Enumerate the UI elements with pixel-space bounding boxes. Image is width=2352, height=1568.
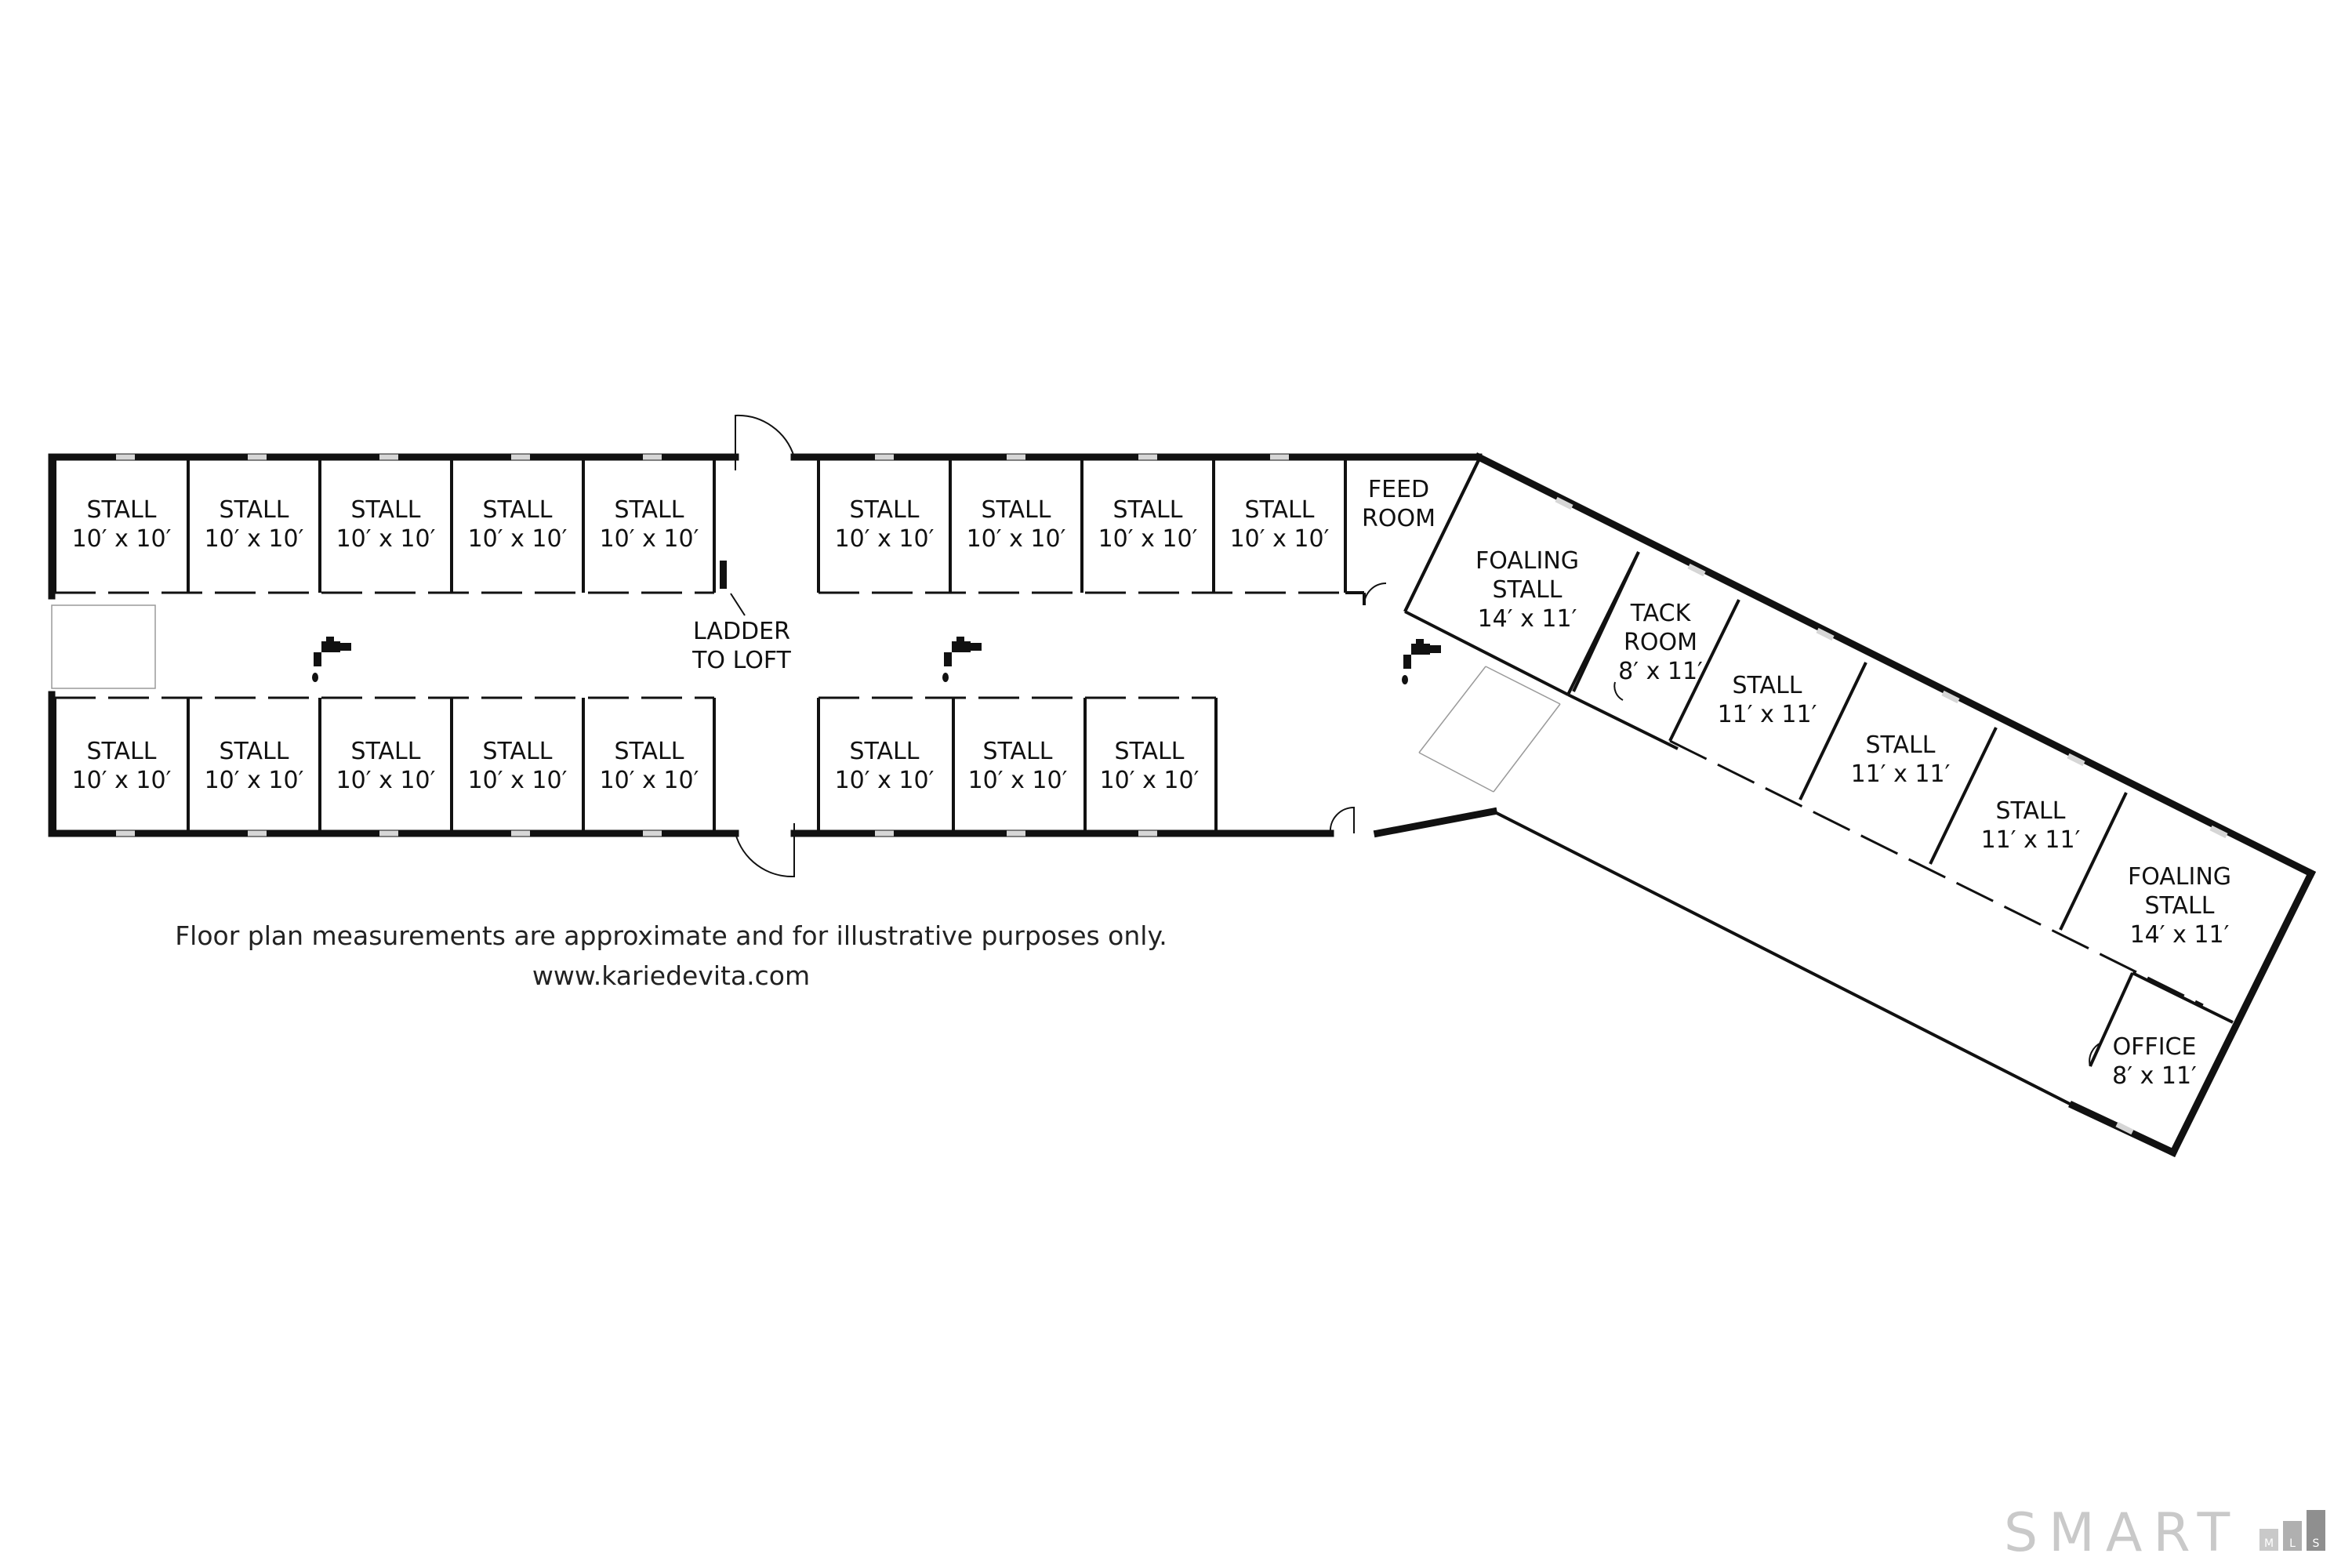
svg-text:14′ x 11′: 14′ x 11′: [2130, 921, 2230, 949]
svg-text:STALL: STALL: [1996, 797, 2066, 825]
svg-text:8′ x 11′: 8′ x 11′: [2112, 1062, 2197, 1090]
svg-text:STALL: STALL: [87, 496, 157, 524]
svg-text:STALL: STALL: [615, 738, 684, 765]
svg-text:FOALING: FOALING: [1475, 547, 1579, 575]
svg-text:FOALING: FOALING: [2128, 863, 2231, 891]
svg-text:10′ x 10′: 10′ x 10′: [600, 767, 699, 794]
svg-text:10′ x 10′: 10′ x 10′: [336, 767, 436, 794]
water-faucet-icon: [942, 637, 982, 682]
svg-text:10′ x 10′: 10′ x 10′: [1100, 767, 1200, 794]
svg-text:STALL: STALL: [2145, 892, 2215, 920]
svg-text:10′ x 10′: 10′ x 10′: [468, 767, 568, 794]
svg-text:ROOM: ROOM: [1362, 505, 1436, 532]
stall-bottom-left-5: STALL 10′ x 10′: [600, 738, 699, 794]
svg-text:ROOM: ROOM: [1624, 629, 1697, 656]
svg-text:STALL: STALL: [483, 738, 553, 765]
svg-text:10′ x 10′: 10′ x 10′: [968, 767, 1068, 794]
ladder-to-loft-label: LADDER TO LOFT: [691, 618, 791, 674]
water-faucet-icon: [1402, 639, 1441, 684]
stall-bottom-mid-2: STALL 10′ x 10′: [968, 738, 1068, 794]
svg-text:STALL: STALL: [850, 738, 920, 765]
svg-text:STALL: STALL: [1733, 672, 1802, 699]
svg-text:STALL: STALL: [351, 738, 421, 765]
stall-bottom-left-4: STALL 10′ x 10′: [468, 738, 568, 794]
svg-text:STALL: STALL: [87, 738, 157, 765]
stall-top-left-4: STALL 10′ x 10′: [468, 496, 568, 553]
stall-top-mid-2: STALL 10′ x 10′: [967, 496, 1066, 553]
stall-partitions: [53, 459, 1480, 830]
svg-text:STALL: STALL: [220, 738, 289, 765]
feed-room-label: FEED ROOM: [1362, 476, 1436, 532]
svg-text:10′ x 10′: 10′ x 10′: [600, 525, 699, 553]
svg-text:10′ x 10′: 10′ x 10′: [835, 525, 935, 553]
website-text: www.kariedevita.com: [532, 960, 810, 991]
svg-text:11′ x 11′: 11′ x 11′: [1718, 701, 1817, 728]
svg-text:M: M: [2264, 1537, 2274, 1550]
svg-text:10′ x 10′: 10′ x 10′: [967, 525, 1066, 553]
disclaimer-text: Floor plan measurements are approximate …: [175, 920, 1167, 951]
svg-text:SMART: SMART: [2004, 1502, 2241, 1564]
stall-wing-1: STALL 11′ x 11′: [1718, 672, 1817, 728]
foaling-stall-1: FOALING STALL 14′ x 11′: [1475, 547, 1579, 633]
svg-text:TO LOFT: TO LOFT: [691, 647, 791, 674]
svg-text:STALL: STALL: [1113, 496, 1183, 524]
svg-text:STALL: STALL: [983, 738, 1053, 765]
svg-text:STALL: STALL: [1493, 576, 1563, 604]
svg-text:S: S: [2313, 1537, 2320, 1550]
svg-text:10′ x 10′: 10′ x 10′: [468, 525, 568, 553]
svg-text:STALL: STALL: [483, 496, 553, 524]
stall-top-left-5: STALL 10′ x 10′: [600, 496, 699, 553]
svg-text:10′ x 10′: 10′ x 10′: [835, 767, 935, 794]
svg-text:TACK: TACK: [1630, 600, 1692, 627]
stall-bottom-left-1: STALL 10′ x 10′: [72, 738, 172, 794]
stall-top-left-1: STALL 10′ x 10′: [72, 496, 172, 553]
svg-text:STALL: STALL: [220, 496, 289, 524]
stall-top-mid-1: STALL 10′ x 10′: [835, 496, 935, 553]
svg-text:OFFICE: OFFICE: [2113, 1033, 2197, 1061]
svg-text:10′ x 10′: 10′ x 10′: [205, 525, 304, 553]
wing-partitions: [1403, 459, 2234, 1107]
svg-text:10′ x 10′: 10′ x 10′: [205, 767, 304, 794]
svg-text:STALL: STALL: [1245, 496, 1315, 524]
stall-top-mid-4: STALL 10′ x 10′: [1230, 496, 1330, 553]
tack-room: TACK ROOM 8′ x 11′: [1618, 600, 1703, 685]
office: OFFICE 8′ x 11′: [2112, 1033, 2197, 1090]
svg-text:STALL: STALL: [1115, 738, 1185, 765]
doors: [51, 414, 2102, 1067]
windows: [116, 454, 2228, 1135]
stall-bottom-left-2: STALL 10′ x 10′: [205, 738, 304, 794]
exterior-walls: [48, 452, 2317, 1158]
svg-text:10′ x 10′: 10′ x 10′: [1098, 525, 1198, 553]
svg-text:11′ x 11′: 11′ x 11′: [1851, 760, 1951, 788]
svg-text:STALL: STALL: [351, 496, 421, 524]
svg-text:11′ x 11′: 11′ x 11′: [1981, 826, 2081, 854]
svg-text:10′ x 10′: 10′ x 10′: [72, 525, 172, 553]
stall-bottom-mid-1: STALL 10′ x 10′: [835, 738, 935, 794]
svg-text:10′ x 10′: 10′ x 10′: [72, 767, 172, 794]
svg-text:10′ x 10′: 10′ x 10′: [336, 525, 436, 553]
stall-wing-3: STALL 11′ x 11′: [1981, 797, 2081, 854]
stall-top-left-3: STALL 10′ x 10′: [336, 496, 436, 553]
svg-text:LADDER: LADDER: [693, 618, 790, 645]
svg-text:STALL: STALL: [615, 496, 684, 524]
svg-text:10′ x 10′: 10′ x 10′: [1230, 525, 1330, 553]
smart-mls-logo: SMART M L S: [2004, 1502, 2325, 1564]
stall-bottom-left-3: STALL 10′ x 10′: [336, 738, 436, 794]
svg-text:STALL: STALL: [1866, 731, 1936, 759]
stall-top-left-2: STALL 10′ x 10′: [205, 496, 304, 553]
water-faucet-icon: [312, 637, 351, 682]
svg-text:L: L: [2289, 1537, 2296, 1550]
stall-wing-2: STALL 11′ x 11′: [1851, 731, 1951, 788]
svg-text:FEED: FEED: [1368, 476, 1429, 503]
svg-text:STALL: STALL: [982, 496, 1051, 524]
stall-bottom-mid-3: STALL 10′ x 10′: [1100, 738, 1200, 794]
stall-top-mid-3: STALL 10′ x 10′: [1098, 496, 1198, 553]
svg-text:8′ x 11′: 8′ x 11′: [1618, 658, 1703, 685]
svg-text:14′ x 11′: 14′ x 11′: [1478, 605, 1577, 633]
svg-text:STALL: STALL: [850, 496, 920, 524]
foaling-stall-2: FOALING STALL 14′ x 11′: [2128, 863, 2231, 949]
